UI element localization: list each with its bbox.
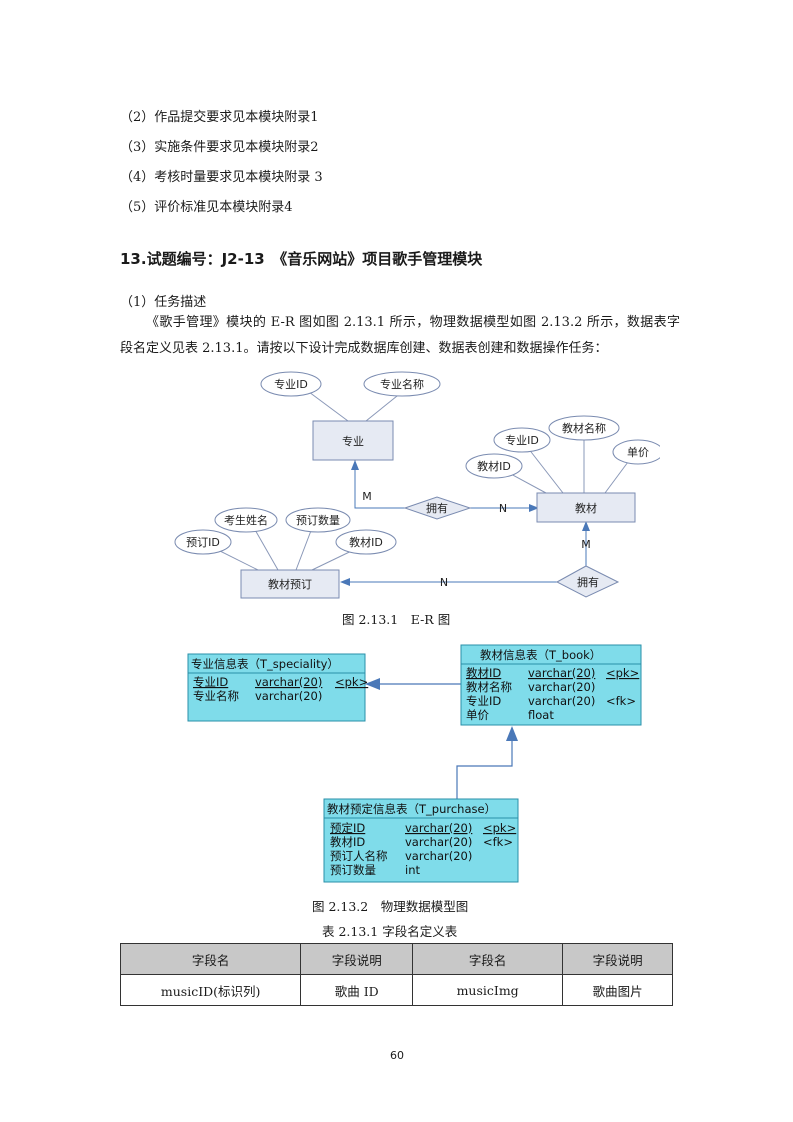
pdm-table-title: 专业信息表（T_speciality）: [191, 657, 339, 671]
attribute-label: 预订ID: [186, 536, 220, 549]
pdm-field-name: 单价: [466, 708, 489, 722]
relation-label: 拥有: [426, 501, 448, 515]
table-cell: 歌曲 ID: [300, 974, 414, 1006]
pdm-table-title: 教材预定信息表（T_purchase）: [327, 802, 496, 816]
pdm-field-name: 预订人名称: [330, 849, 388, 863]
table-row: musicID(标识列) 歌曲 ID musicImg 歌曲图片: [119, 974, 673, 1006]
pdm-field-type: varchar(20): [255, 675, 322, 689]
attribute-label: 教材ID: [349, 535, 383, 549]
entity-book: [536, 492, 636, 523]
attribute-label: 教材名称: [562, 421, 606, 435]
table-caption: 表 2.13.1 字段名定义表: [322, 924, 458, 939]
pdm-field-type: varchar(20): [528, 694, 595, 708]
relation-diamond: [555, 565, 620, 598]
table-cell: musicImg: [412, 974, 564, 1006]
pdm-field-type: int: [405, 863, 420, 877]
task-paragraph: 《歌手管理》模块的 E-R 图如图 2.13.1 所示，物理数据模型如图 2.1…: [120, 315, 680, 356]
relation-diamond: [403, 496, 472, 520]
pdm-field-name: 教材ID: [330, 835, 365, 849]
entity-purchase: [240, 569, 340, 599]
pdm-field-name: 专业名称: [193, 689, 239, 703]
list-item: （3）实施条件要求见本模块附录2: [120, 140, 319, 155]
attribute-label: 专业名称: [380, 377, 424, 391]
entity-label: 教材预订: [268, 577, 312, 591]
table-header-cell: 字段名: [412, 943, 564, 975]
pdm-field-type: varchar(20): [405, 835, 472, 849]
pdm-field-type: varchar(20): [255, 689, 322, 703]
pdm-field-key: <fk>: [606, 694, 636, 708]
pdm-field-type: float: [528, 708, 554, 722]
figure-caption: 图 2.13.1 E-R 图: [342, 612, 451, 627]
field-definition-table: 字段名 字段说明 字段名 字段说明 musicID(标识列) 歌曲 ID mus…: [119, 943, 673, 1006]
pdm-field-name: 预订数量: [330, 863, 376, 877]
pdm-field-type: varchar(20): [405, 821, 472, 835]
attribute-label: 教材ID: [477, 459, 511, 473]
attribute-label: 专业ID: [274, 377, 308, 391]
pdm-field-name: 专业ID: [193, 675, 228, 689]
pdm-diagram: 专业信息表（T_speciality） 专业ID varchar(20) <pk…: [187, 644, 642, 883]
cardinality-label: M: [581, 538, 591, 551]
pdm-field-key: <pk>: [335, 675, 368, 689]
table-header-cell: 字段说明: [562, 943, 673, 975]
table-header-cell: 字段说明: [300, 943, 414, 975]
cardinality-label: N: [440, 576, 448, 589]
entity-label: 专业: [342, 434, 364, 448]
pdm-field-type: varchar(20): [528, 680, 595, 694]
pdm-field-key: <pk>: [483, 821, 516, 835]
pdm-field-name: 教材名称: [466, 680, 512, 694]
er-diagram: 专业 教材 教材预订 拥有 拥有 专业ID 专业名称 专业ID 教材名称 单价 …: [174, 371, 660, 599]
pdm-field-type: varchar(20): [405, 849, 472, 863]
pdm-field-type: varchar(20): [528, 666, 595, 680]
page-number: 60: [390, 1049, 404, 1062]
entity-speciality: [312, 420, 394, 461]
attribute-label: 单价: [627, 446, 649, 459]
table-cell: musicID(标识列): [119, 974, 302, 1006]
relation-label: 拥有: [577, 575, 599, 589]
attribute-label: 考生姓名: [224, 513, 268, 527]
pdm-table-speciality: [187, 653, 366, 722]
pdm-field-name: 专业ID: [466, 694, 501, 708]
pdm-field-key: <fk>: [483, 835, 513, 849]
cardinality-label: M: [362, 490, 372, 503]
list-item: （2）作品提交要求见本模块附录1: [120, 110, 319, 125]
pdm-field-name: 教材ID: [466, 666, 501, 680]
pdm-table-book: [460, 644, 642, 726]
pdm-table-purchase: [323, 798, 519, 883]
section-heading: 13.试题编号：J2-13 《音乐网站》项目歌手管理模块: [120, 250, 483, 268]
table-header-row: 字段名 字段说明 字段名 字段说明: [119, 943, 673, 975]
figure-caption: 图 2.13.2 物理数据模型图: [312, 899, 469, 914]
attribute-label: 专业ID: [505, 433, 539, 447]
list-item: （5）评价标准见本模块附录4: [120, 200, 293, 215]
pdm-field-key: <pk>: [606, 666, 639, 680]
pdm-table-title: 教材信息表（T_book）: [480, 648, 601, 662]
entity-label: 教材: [575, 501, 597, 515]
table-cell: 歌曲图片: [562, 974, 673, 1006]
attribute-label: 预订数量: [296, 514, 340, 527]
table-header-cell: 字段名: [119, 943, 302, 975]
cardinality-label: N: [499, 502, 507, 515]
pdm-field-name: 预定ID: [330, 821, 365, 835]
task-label: （1）任务描述: [120, 295, 207, 310]
list-item: （4）考核时量要求见本模块附录 3: [120, 170, 323, 185]
